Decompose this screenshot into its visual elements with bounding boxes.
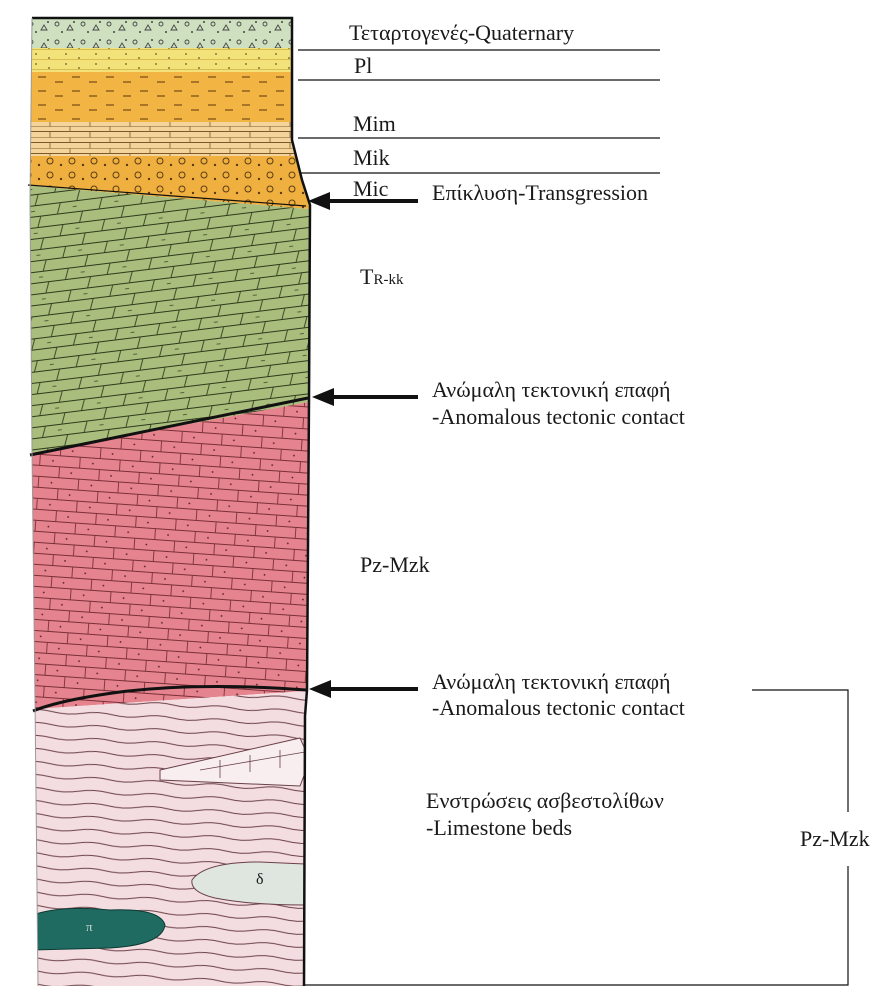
label-mic: Mic [353, 176, 389, 201]
annotation-limestone-gr: Ενστρώσεις ασβεστολίθων [426, 788, 664, 813]
transgression-surface [27, 184, 307, 207]
arrow-contact-lower-head [309, 680, 331, 698]
label-mik: Mik [353, 145, 390, 170]
layer-mic-pattern [30, 156, 310, 210]
layer-mik-pattern [30, 122, 310, 156]
annotation-contact-lower-gr: Ανώμαλη τεκτονική επαφή [432, 669, 671, 694]
bracket-label: Pz-Mzk [800, 826, 870, 851]
arrow-contact-upper-head [312, 388, 334, 406]
label-pi-lens: π [86, 919, 93, 934]
annotation-transgression: Επίκλυση-Transgression [432, 180, 649, 205]
label-tr-kk-main: T [360, 264, 374, 289]
annotation-contact-lower-en: -Anomalous tectonic contact [432, 695, 685, 720]
layer-quaternary-pattern [30, 18, 310, 48]
label-quaternary: Τεταρτογενές-Quaternary [349, 20, 575, 45]
label-tr-kk-sub: R-kk [373, 272, 404, 288]
layer-tr-kk-pattern [30, 185, 310, 455]
label-tr-kk: TR-kk [360, 266, 403, 288]
column-layers [30, 18, 310, 986]
annotation-contact-upper-en: -Anomalous tectonic contact [432, 404, 685, 429]
label-pz-mzk: Pz-Mzk [360, 552, 430, 577]
delta-lens [191, 861, 306, 906]
arrows [308, 192, 418, 698]
annotation-contact-upper-gr: Ανώμαλη τεκτονική επαφή [432, 377, 671, 402]
contact-line-upper [29, 396, 309, 457]
limestone-bed-bricks [199, 750, 306, 778]
contact-line-lower [32, 684, 307, 713]
arrow-transgression-head [308, 192, 330, 210]
pi-lens [32, 907, 166, 951]
layer-mim-pattern [30, 72, 310, 122]
column-left-edge [29, 17, 39, 987]
label-delta-lens: δ [256, 871, 264, 888]
boundary-lines [27, 184, 309, 713]
label-mim: Mim [353, 111, 396, 136]
annotation-limestone-en: -Limestone beds [426, 815, 573, 840]
label-pl: Pl [354, 53, 373, 78]
layer-pz-mzk-pattern [30, 400, 310, 710]
layer-pl-pattern [30, 48, 310, 72]
column-right-edge [32, 16, 312, 987]
leader-lines [298, 49, 660, 174]
pz-mzk-bracket [305, 689, 849, 986]
